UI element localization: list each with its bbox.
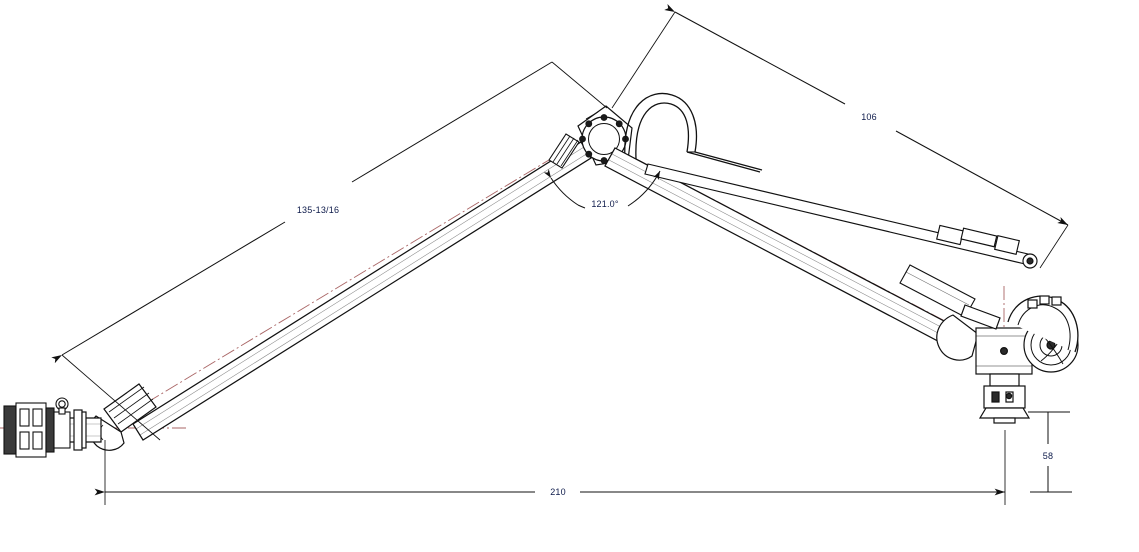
dimension-riser-base-height — [1028, 411, 1072, 493]
turnbuckle-tie-rod — [644, 163, 1038, 269]
apex-hook-loop-handle — [624, 92, 763, 173]
inboard-tube-sleeve — [899, 264, 976, 318]
dimension-label-riser-base-height: 58 — [1043, 451, 1053, 461]
dimension-elbow-angle — [543, 169, 661, 209]
dimension-inboard-arm-length — [611, 4, 1069, 269]
inboard-boom-tube — [604, 147, 964, 350]
dimension-label-elbow-angle: 121.0° — [591, 199, 619, 209]
dry-break-coupler-assembly — [3, 397, 71, 458]
centerlines — [0, 133, 1031, 429]
base-swivel-joint — [936, 295, 1079, 375]
riser-flange-stack — [978, 373, 1031, 424]
dimension-outboard-arm-length — [51, 61, 608, 441]
outboard-boom-tube — [132, 141, 592, 441]
outboard-tube-flange-band — [548, 133, 580, 169]
dimension-label-inboard-arm-length: 106 — [861, 112, 877, 122]
dimension-label-outboard-arm-length: 135-13/16 — [297, 205, 339, 215]
outboard-boom-centerline — [127, 133, 593, 415]
dimension-label-overall-span: 210 — [550, 487, 566, 497]
dimension-overall-span — [94, 430, 1006, 505]
